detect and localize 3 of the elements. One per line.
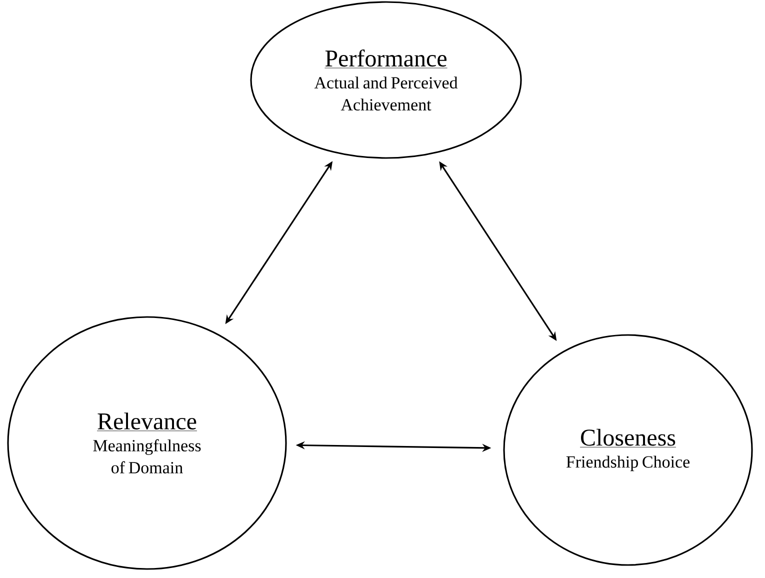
ellipse-node: Performance Actual and Perceived Achievement — [250, 1, 522, 159]
ellipse-node: Relevance Meaningfulness of Domain — [7, 316, 287, 570]
ellipse-node: Closeness Friendship Choice — [503, 334, 753, 566]
